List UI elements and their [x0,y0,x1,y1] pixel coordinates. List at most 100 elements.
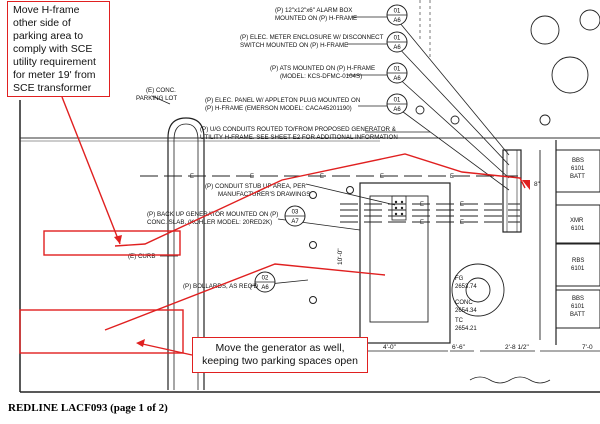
curb-callout: (E) CURB [128,253,156,260]
svg-text:E: E [190,174,194,180]
stub-callout-1: (P) CONDUIT STUB UP AREA, PER [205,183,306,190]
detail-bubble-number: 02 [262,276,269,282]
conc-label: CONC [455,300,473,306]
redline-arrow-generator-note [137,342,193,356]
meter-callout-1: (P) ELEC. METER ENCLOSURE W/ DISCONNECT [240,34,384,41]
redline-route-conduit [114,153,526,247]
planting-edge [469,376,551,384]
redline-markup [19,96,530,356]
svg-text:E: E [450,174,454,180]
generator-slab [359,182,451,344]
callout-texts: (P) 12"x12"x6" ALARM BOX MOUNTED ON (P) … [128,7,398,290]
note-hframe-line: utility requirement [13,56,96,68]
leader-lines [151,16,510,287]
page-caption: REDLINE LACF093 (page 1 of 2) [8,402,168,414]
meter-callout-2: SWITCH MOUNTED ON (P) H-FRAME [240,42,348,49]
bbs-bot-l2: 6101 [571,304,585,310]
redline-route-generator [104,263,386,331]
stub-callout-2: MANUFACTURER'S DRAWINGS [218,191,310,198]
dim-6ft6: 6'-6" [452,344,466,351]
redline-note-move-hframe: Move H-frame other side of parking area … [7,1,110,97]
dim-4ft: 4'-0" [383,344,397,351]
equipment-labels: BBS 6101 BATT XMR 6101 RBS 6101 BBS 6101… [570,158,585,318]
detail-bubble-number: 03 [292,210,299,216]
tree-symbols [415,9,600,317]
redline-box-generator-target [19,309,184,354]
svg-text:E: E [250,174,254,180]
xfmr-box [555,204,600,244]
conduit-callout-2: UTILITY H-FRAME. SEE SHEET E2 FOR ADDITI… [200,134,398,141]
backup-gen-callout-1: (P) BACK UP GENERATOR MOUNTED ON (P) [147,211,278,218]
detail-bubble-number: 01 [394,36,401,42]
note-generator-line: Move the generator as well, [215,342,345,354]
xfmr-l1: XMR [570,218,584,224]
detail-bubble-sheet: A6 [393,107,401,113]
note-hframe-line: Move H-frame [13,4,80,16]
xfmr-l2: 6101 [571,226,585,232]
svg-text:E: E [460,202,464,208]
redline-arrow-hframe-note [61,96,121,245]
svg-text:E: E [460,220,464,226]
fg-label: FG [455,276,464,282]
detail-bubble-sheet: A6 [393,76,401,82]
hairpin-left [167,117,205,390]
detail-bubble-sheet: A6 [261,285,269,291]
note-hframe-line: parking area to [13,30,84,42]
ats-callout-1: (P) ATS MOUNTED ON (P) H-FRAME [270,65,375,72]
h-frame [502,149,522,233]
elevation-labels: FG 2653.74 CONC 2654.34 TC 2654.21 [455,276,477,332]
stub-dots [394,200,404,216]
svg-text:E: E [380,174,384,180]
bbs-bot-l3: BATT [570,312,585,318]
dimension-texts: 4'-0" 6'-6" 2'-8 1/2" 7'-0 10'-0" 8" [337,181,593,351]
detail-bubble-sheet: A7 [291,219,299,225]
svg-text:E: E [320,174,324,180]
conduit-e-marks: E E E E E E E E E [190,174,464,226]
bbs-bot-l1: BBS [572,296,584,302]
conduit-callout-1: (P) U/G CONDUITS ROUTED TO/FROM PROPOSED… [200,126,397,133]
conduit-stub-area [391,195,407,221]
detail-bubble-number: 01 [394,67,401,73]
note-hframe-line: SCE transformer [13,82,92,94]
rbs-box [555,243,600,287]
dim-8in: 8" [534,181,541,188]
note-hframe-line: other side of [13,17,71,29]
dim-2ft8: 2'-8 1/2" [505,344,529,351]
bbs-top-l1: BBS [572,158,584,164]
hairpin-left-inner [173,123,199,390]
svg-text:E: E [420,220,424,226]
detail-bubble-number: 01 [394,9,401,15]
rbs-l1: RBS [572,258,584,264]
svg-text:E: E [420,202,424,208]
alarm-box-callout-1: (P) 12"x12"x6" ALARM BOX [275,7,352,14]
tc-label: TC [455,318,464,324]
note-hframe-line: comply with SCE [13,43,93,55]
bollards-callout: (P) BOLLARDS, AS REQ'D [183,283,259,290]
dim-7ft: 7'-0 [582,344,593,351]
ats-callout-2: (MODEL: KCS-DFMC-0104S) [280,73,362,80]
note-generator-line: keeping two parking spaces open [202,355,358,367]
tc-value: 2654.21 [455,326,477,332]
rbs-l2: 6101 [571,266,585,272]
conc-value: 2654.34 [455,308,477,314]
generator-unit [369,195,429,323]
dim-10ft: 10'-0" [337,248,344,265]
conc-lot-callout-1: (E) CONC. [146,87,176,94]
bbs-top-l3: BATT [570,174,585,180]
bbs-top-l2: 6101 [571,166,585,172]
redline-note-move-generator: Move the generator as well, keeping two … [192,337,368,373]
detail-bubble-number: 01 [394,98,401,104]
fg-value: 2653.74 [455,284,477,290]
redline-box-hframe-target [43,230,181,256]
elec-panel-callout-1: (P) ELEC. PANEL W/ APPLETON PLUG MOUNTED… [205,97,360,104]
detail-bubble-sheet: A6 [393,45,401,51]
conc-lot-callout-2: PARKING LOT [136,95,177,102]
alarm-box-callout-2: MOUNTED ON (P) H-FRAME [275,15,357,22]
